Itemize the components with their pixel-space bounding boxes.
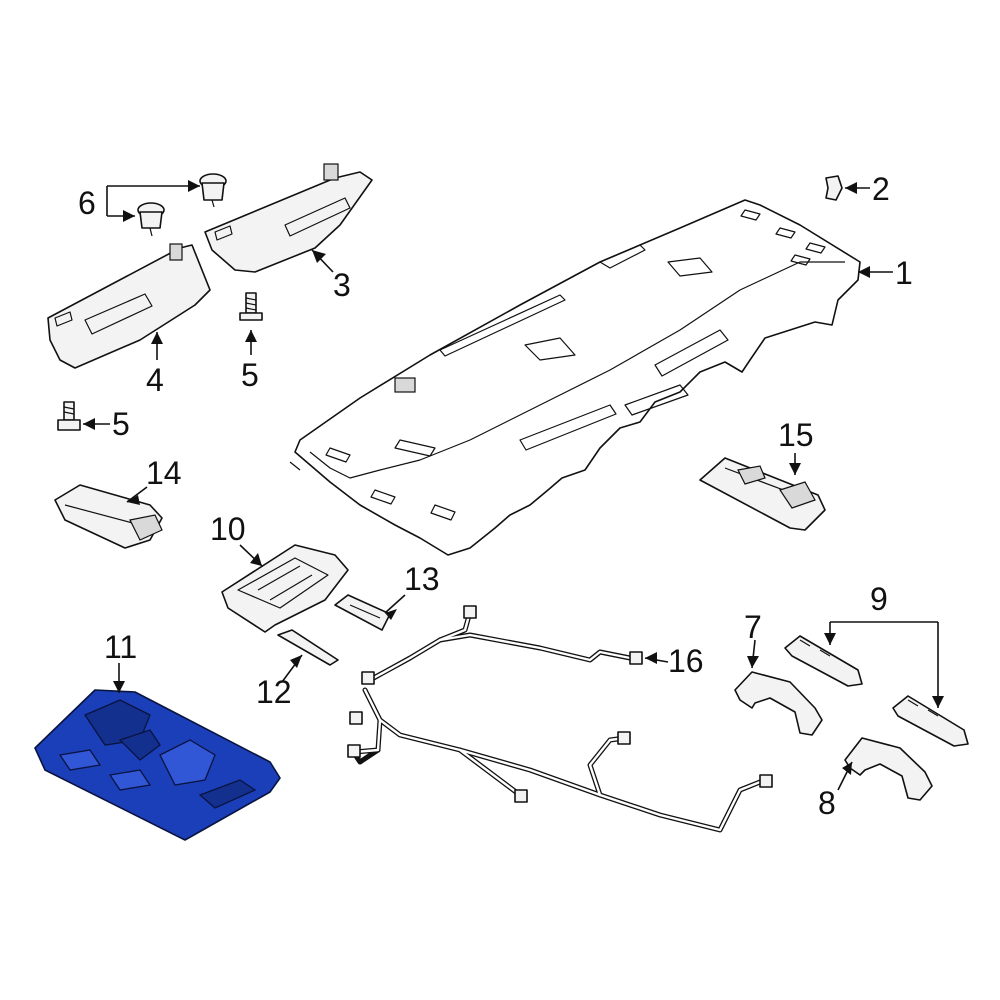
callout-8: 8	[818, 785, 836, 821]
callout-14: 14	[146, 455, 182, 491]
trim-plate-part[interactable]	[334, 594, 391, 631]
arrowheads	[83, 180, 944, 775]
callout-7: 7	[744, 609, 762, 645]
callout-5-upper: 5	[241, 357, 259, 393]
headliner-part[interactable]	[289, 199, 861, 556]
grab-handle-upper-part[interactable]	[734, 671, 823, 736]
dome-lamp-part[interactable]	[54, 484, 163, 549]
bracket-part-lower[interactable]	[892, 695, 969, 747]
map-lamp-part[interactable]	[699, 457, 826, 531]
callout-2: 2	[872, 171, 890, 207]
sun-visor-left-part[interactable]	[47, 243, 211, 369]
sun-visor-right-part[interactable]	[204, 163, 373, 273]
callout-13: 13	[404, 561, 440, 597]
callout-12: 12	[256, 674, 292, 710]
bracket-part-upper[interactable]	[784, 635, 863, 687]
callout-16: 16	[668, 643, 704, 679]
grab-handle-lower-part[interactable]	[844, 737, 933, 801]
callout-10: 10	[210, 511, 246, 547]
callout-11: 11	[104, 629, 137, 665]
callout-6: 6	[78, 185, 96, 221]
visor-clip-part-upper[interactable]	[199, 173, 227, 208]
callout-4: 4	[146, 362, 164, 398]
callout-9: 9	[870, 581, 888, 617]
callout-3: 3	[333, 267, 351, 303]
clip-part[interactable]	[825, 175, 843, 201]
callout-15: 15	[778, 417, 814, 453]
trim-strip-part[interactable]	[277, 629, 339, 666]
callout-labels: 1 2 3 4 5 5 6 7 8 9 10 11 12 13 14 15 16	[78, 171, 913, 821]
console-bracket-part[interactable]	[221, 544, 349, 633]
overhead-console-part[interactable]	[34, 689, 281, 841]
callout-5-lower: 5	[112, 406, 130, 442]
screw-part-lower[interactable]	[57, 401, 81, 431]
visor-clip-part-lower[interactable]	[137, 202, 165, 237]
screw-part-upper[interactable]	[239, 292, 263, 321]
callout-1: 1	[895, 255, 913, 291]
wiring-harness-part[interactable]	[347, 605, 773, 833]
